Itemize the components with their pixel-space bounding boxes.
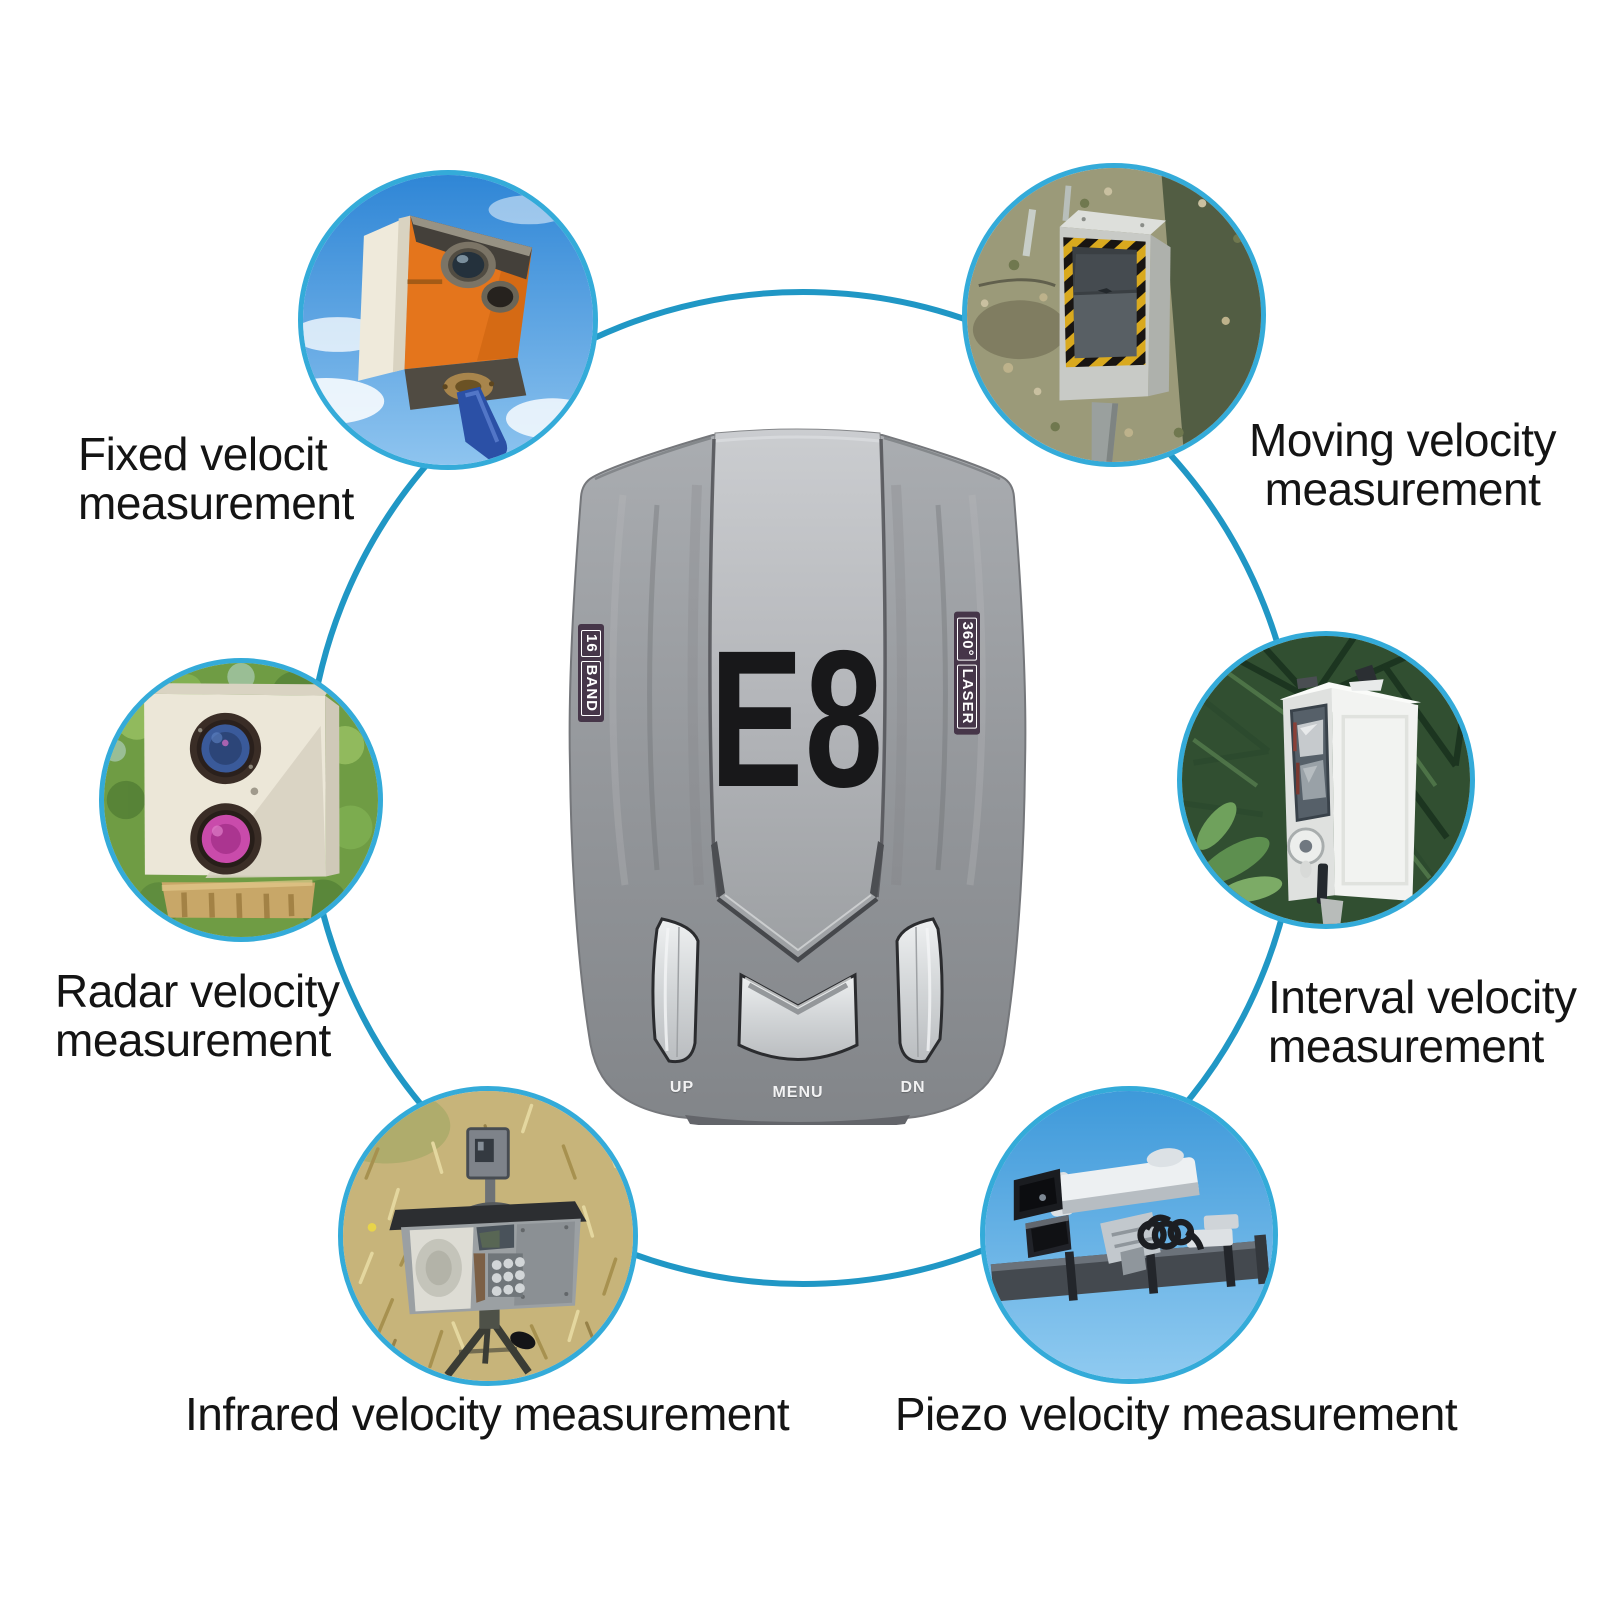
band-badge-word: BAND <box>581 660 601 717</box>
photo-interval-speed-camera <box>1177 631 1475 929</box>
laser-badge-number: 360° <box>957 617 977 661</box>
up-button-label: UP <box>669 1079 695 1096</box>
feature-label-piezo-line1: Piezo velocity measurement <box>894 1388 1458 1440</box>
feature-label-interval: Interval velocity measurement <box>1268 973 1577 1071</box>
feature-label-infrared-line1: Infrared velocity measurement <box>185 1388 790 1440</box>
feature-label-interval-line2: measurement <box>1268 1020 1544 1072</box>
feature-label-radar-line1: Radar velocity <box>55 965 340 1017</box>
radar-camera-illustration <box>104 663 378 937</box>
photo-infrared-speed-camera <box>338 1086 638 1386</box>
band-badge-number: 16 <box>581 629 601 657</box>
band-badge: 16 BAND <box>578 623 604 723</box>
photo-moving-speed-camera <box>962 163 1266 467</box>
infrared-camera-illustration <box>343 1091 633 1381</box>
laser-badge: 360° LASER <box>954 611 980 735</box>
radar-detector-device: E8 16 BAND 360° LASER UP MENU DN <box>565 425 1030 1125</box>
piezo-camera-illustration <box>985 1091 1273 1379</box>
interval-camera-illustration <box>1182 636 1470 924</box>
menu-button-label: MENU <box>772 1084 824 1101</box>
fixed-camera-illustration <box>303 175 593 465</box>
device-model-text: E8 <box>709 610 885 829</box>
photo-fixed-speed-camera <box>298 170 598 470</box>
feature-label-moving: Moving velocity measurement <box>1235 416 1570 514</box>
feature-label-fixed: Fixed velocit measurement <box>78 430 354 528</box>
dn-button-label: DN <box>900 1079 926 1096</box>
feature-label-piezo: Piezo velocity measurement <box>888 1390 1464 1439</box>
feature-label-fixed-line2: measurement <box>78 477 354 529</box>
feature-label-moving-line2: measurement <box>1264 463 1541 515</box>
radar-detector-body <box>568 428 1027 1125</box>
laser-badge-word: LASER <box>957 664 977 729</box>
photo-radar-speed-camera <box>99 658 383 942</box>
moving-camera-illustration <box>967 168 1261 462</box>
feature-label-radar-line2: measurement <box>55 1014 331 1066</box>
feature-label-infrared: Infrared velocity measurement <box>185 1388 790 1440</box>
feature-label-interval-line1: Interval velocity <box>1268 971 1577 1023</box>
photo-piezo-speed-camera <box>980 1086 1278 1384</box>
feature-label-moving-line1: Moving velocity <box>1249 414 1556 466</box>
feature-label-fixed-line1: Fixed velocit <box>78 428 328 480</box>
feature-label-radar: Radar velocity measurement <box>55 965 340 1066</box>
